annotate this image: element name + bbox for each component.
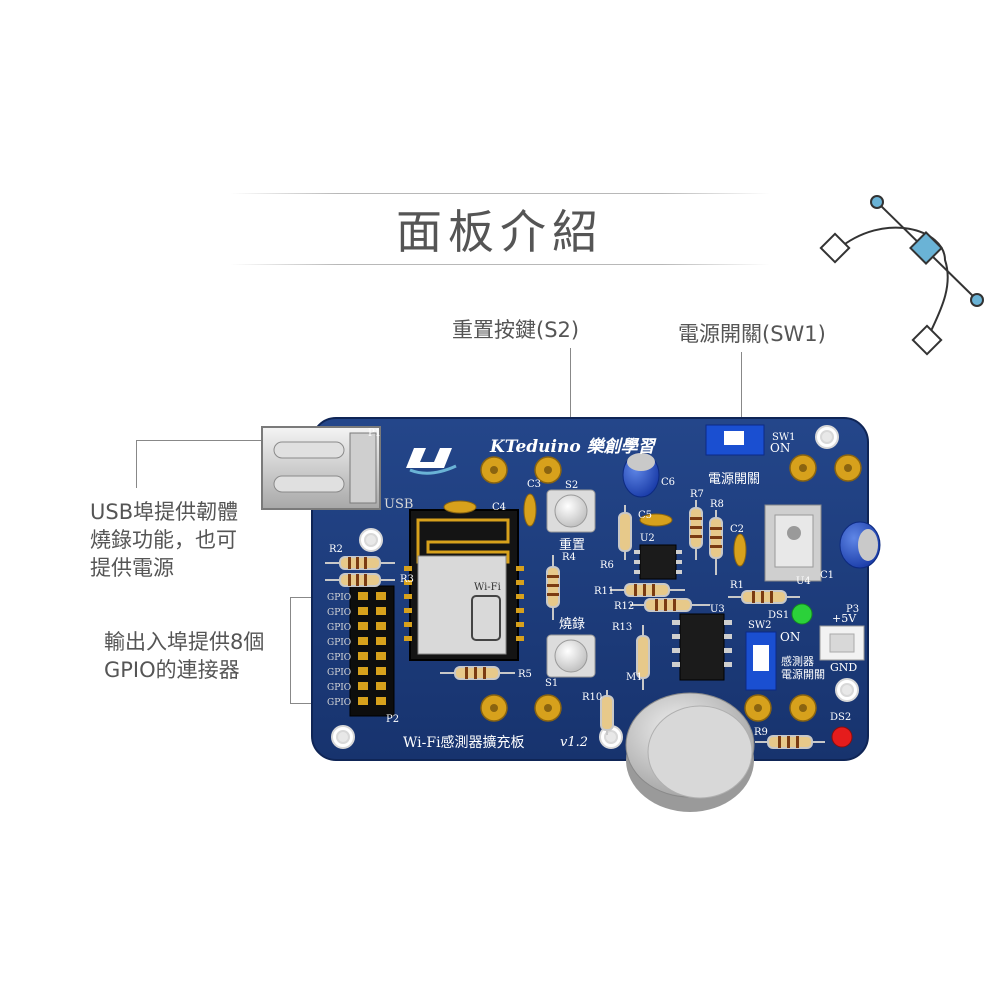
svg-text:R10: R10 xyxy=(582,692,602,703)
version-label: v1.2 xyxy=(560,735,588,750)
label-on-sw1: ON xyxy=(770,441,790,455)
label-on-sw2: ON xyxy=(780,630,800,644)
svg-text:DS2: DS2 xyxy=(830,712,851,723)
svg-text:R8: R8 xyxy=(710,499,724,510)
svg-text:R2: R2 xyxy=(329,544,343,555)
bezier-pen-icon xyxy=(819,195,984,356)
svg-text:R4: R4 xyxy=(562,552,576,563)
svg-text:U2: U2 xyxy=(640,533,655,544)
ic-u2 xyxy=(634,544,682,580)
svg-text:R11: R11 xyxy=(594,586,614,597)
title-rule-bottom xyxy=(230,264,770,265)
svg-text:R3: R3 xyxy=(400,574,414,585)
buzzer-m1 xyxy=(625,692,755,812)
callout-usb-line3: 提供電源 xyxy=(90,556,174,580)
label-sensor-switch-2: 電源開關 xyxy=(781,667,825,681)
svg-text:R1: R1 xyxy=(730,580,744,591)
svg-text:S1: S1 xyxy=(545,678,558,689)
callout-usb-line1: USB埠提供韌體 xyxy=(90,500,239,524)
svg-text:R6: R6 xyxy=(600,560,614,571)
svg-text:R7: R7 xyxy=(690,489,704,500)
svg-text:C2: C2 xyxy=(730,524,744,535)
svg-text:GPIO: GPIO xyxy=(327,698,351,708)
led-ds1 xyxy=(791,603,813,625)
label-power-switch: 電源開關 xyxy=(708,472,760,487)
callout-usb: USB埠提供韌體 燒錄功能，也可 提供電源 xyxy=(90,498,238,582)
electrolytic-capacitors xyxy=(622,452,881,569)
burn-button-s1 xyxy=(546,634,596,678)
svg-text:GPIO: GPIO xyxy=(327,593,351,603)
svg-text:U4: U4 xyxy=(796,576,811,587)
svg-text:SW1: SW1 xyxy=(772,432,796,443)
svg-text:C4: C4 xyxy=(492,502,506,513)
component-refs: P1 P2 P3 SW1 SW2 S1 S2 C1 C2 C3 C4 C5 C6… xyxy=(329,428,859,738)
svg-text:P2: P2 xyxy=(386,714,399,725)
svg-text:C5: C5 xyxy=(638,510,652,521)
label-usb: USB xyxy=(384,497,413,512)
leader-usb-h xyxy=(136,440,266,441)
power-connector-p3 xyxy=(819,625,865,661)
svg-text:P1: P1 xyxy=(368,428,381,439)
leader-usb-v xyxy=(136,440,137,488)
brand-text: KTeduino 樂創學習 xyxy=(489,437,657,457)
svg-text:P3: P3 xyxy=(846,604,859,615)
usb-connector xyxy=(261,426,381,510)
svg-text:C6: C6 xyxy=(661,477,675,488)
ic-u3 xyxy=(672,613,732,681)
svg-text:GPIO: GPIO xyxy=(327,653,351,663)
svg-text:C1: C1 xyxy=(820,570,834,581)
board-body xyxy=(311,417,869,761)
sensor-switch-sw2 xyxy=(745,631,777,691)
svg-text:GPIO: GPIO xyxy=(327,668,351,678)
callout-reset-button: 重置按鍵(S2) xyxy=(452,318,580,342)
svg-text:U3: U3 xyxy=(710,604,725,615)
reset-button-s2 xyxy=(546,489,596,533)
svg-text:GPIO: GPIO xyxy=(327,638,351,648)
svg-text:GPIO: GPIO xyxy=(327,608,351,618)
label-gnd: GND xyxy=(830,661,857,674)
svg-text:GPIO: GPIO xyxy=(327,623,351,633)
esp-module xyxy=(404,509,524,661)
ceramic-capacitors xyxy=(443,493,747,567)
leader-power xyxy=(741,352,742,436)
regulator-u4 xyxy=(764,504,822,582)
label-reset: 重置 xyxy=(559,537,585,553)
svg-text:S2: S2 xyxy=(565,480,578,491)
brand-logo-icon xyxy=(406,448,457,475)
callout-gpio-line1: 輸出入埠提供8個 xyxy=(104,630,265,654)
label-sensor-switch-1: 感測器 xyxy=(781,654,814,668)
svg-text:C3: C3 xyxy=(527,479,541,490)
callout-gpio: 輸出入埠提供8個 GPIO的連接器 xyxy=(104,628,264,684)
label-burn: 燒錄 xyxy=(559,617,585,632)
title-rule-top xyxy=(230,193,770,194)
label-wifi: Wi-Fi xyxy=(474,582,501,593)
callout-power-switch: 電源開關(SW1) xyxy=(678,322,826,346)
page-title: 面板介紹 xyxy=(396,205,604,259)
svg-text:GPIO: GPIO xyxy=(327,683,351,693)
svg-text:R9: R9 xyxy=(754,727,768,738)
gpio-pin-labels: GPIO GPIO GPIO GPIO GPIO GPIO GPIO GPIO xyxy=(327,593,351,708)
svg-text:R13: R13 xyxy=(612,622,632,633)
label-plus5v: +5V xyxy=(832,612,857,625)
svg-text:DS1: DS1 xyxy=(768,610,789,621)
callout-gpio-line2: GPIO的連接器 xyxy=(104,658,240,682)
power-switch-sw1 xyxy=(705,424,765,456)
product-label: Wi-Fi感測器擴充板 xyxy=(403,734,525,751)
callout-usb-line2: 燒錄功能，也可 xyxy=(90,528,237,552)
svg-text:R5: R5 xyxy=(518,669,532,680)
svg-text:M1: M1 xyxy=(626,672,643,683)
svg-text:SW2: SW2 xyxy=(748,620,772,631)
svg-text:R12: R12 xyxy=(614,601,634,612)
leader-gpio-v xyxy=(290,597,291,703)
gpio-header xyxy=(349,585,395,717)
led-ds2 xyxy=(831,726,853,748)
resistor-bands xyxy=(348,517,799,748)
